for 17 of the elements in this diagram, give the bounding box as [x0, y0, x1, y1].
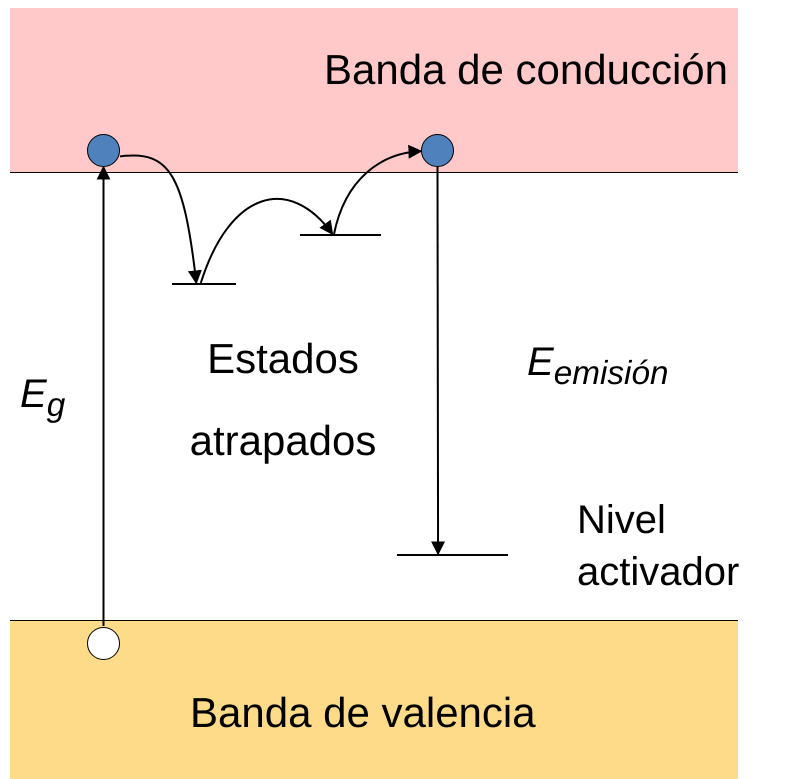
activator-level-line [397, 554, 508, 556]
electron-circle [421, 134, 454, 167]
arrow [333, 145, 422, 234]
region-label: Estados atrapados [188, 334, 378, 466]
level-label: Nivel activador [577, 497, 740, 596]
trap-level-line [300, 234, 381, 236]
arrow [120, 154, 202, 284]
arrow [96, 166, 110, 626]
band-label: Banda de valencia [190, 689, 537, 737]
trap-level-line [172, 283, 236, 285]
valence-band [10, 620, 738, 779]
arrow [200, 198, 334, 284]
hole-circle [87, 627, 120, 660]
electron-circle [87, 134, 120, 167]
conduction-band [10, 8, 738, 173]
band-label: Banda de conducción [323, 46, 728, 94]
arrow [431, 167, 446, 556]
